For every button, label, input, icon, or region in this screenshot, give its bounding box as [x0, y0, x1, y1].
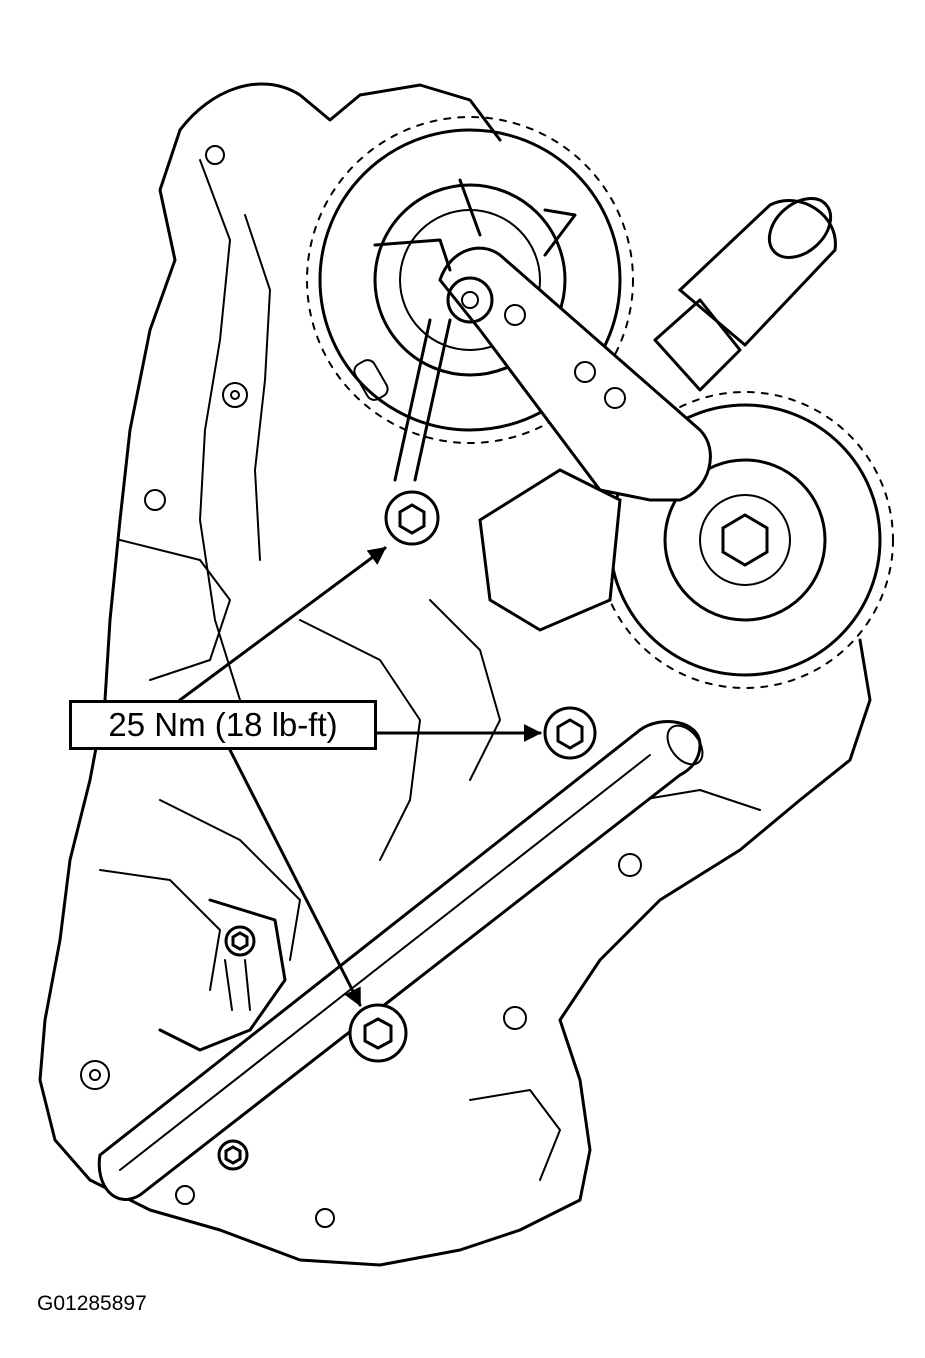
hex-bolt-icon: [721, 513, 769, 567]
lower-left-bracket: [80, 898, 287, 1090]
bolt-small-left: [224, 925, 256, 957]
figure-id: G01285897: [37, 1292, 147, 1315]
upper-camshaft-gear: [306, 116, 634, 444]
chain-guide: [97, 720, 704, 1201]
bolt-upper: [384, 490, 440, 546]
callout-leaders: [178, 546, 542, 1007]
sensor-cylinder: [653, 197, 837, 392]
leader-arrow-lower: [228, 748, 362, 1007]
tensioner-arm: [373, 178, 712, 632]
bolt-small-bottom: [217, 1139, 249, 1171]
torque-callout-label: 25 Nm (18 lb-ft): [69, 700, 377, 750]
leader-arrow-upper: [178, 546, 387, 702]
bolt-lower: [348, 1003, 408, 1063]
bolt-middle: [543, 706, 597, 760]
